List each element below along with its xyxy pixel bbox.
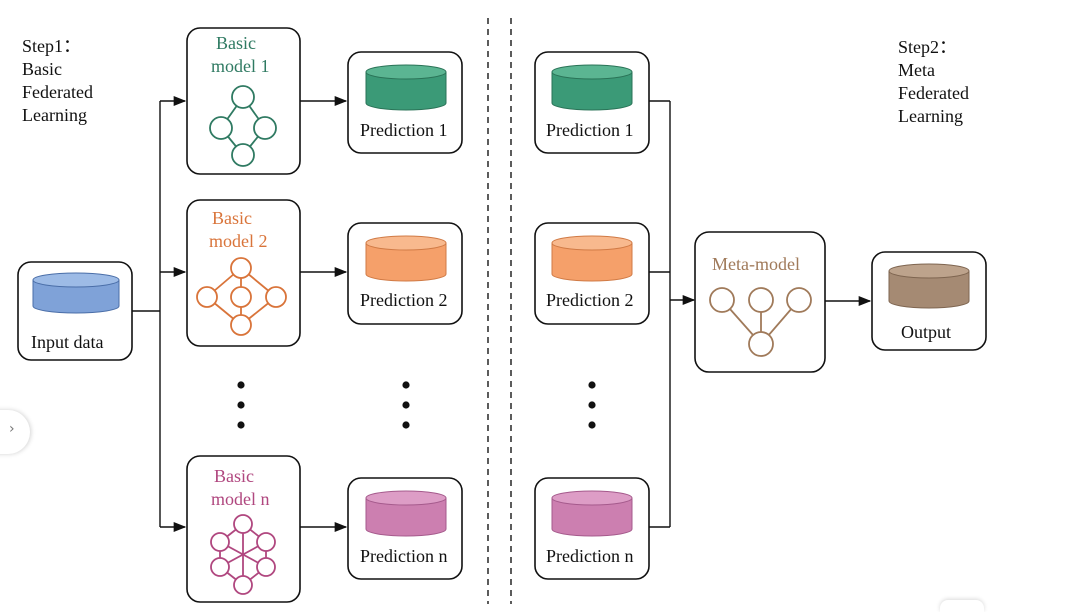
network-icon-n <box>210 514 276 595</box>
database-icon-predn-right <box>551 490 633 537</box>
chevron-right-icon: › <box>9 421 15 437</box>
model-1-title-line1: Basic <box>216 33 256 53</box>
meta-model-label: Meta-model <box>712 254 800 274</box>
step2-line-2: Meta <box>898 60 935 80</box>
meta-input-connectors <box>649 100 696 528</box>
step1-line-3: Federated <box>22 82 93 102</box>
input-connectors <box>132 95 187 533</box>
database-icon-pred2-left <box>365 235 447 282</box>
network-icon-2 <box>196 257 287 336</box>
network-icon-1 <box>209 85 277 167</box>
model-2-title-line1: Basic <box>212 208 252 228</box>
database-icon-pred1-left <box>365 64 447 111</box>
prediction-1-label-right: Prediction 1 <box>546 120 634 140</box>
step2-line-4: Learning <box>898 106 963 126</box>
prediction-n-label-right: Prediction n <box>546 546 634 566</box>
ellipsis-dots <box>237 381 596 429</box>
prediction-n-label-left: Prediction n <box>360 546 448 566</box>
prediction-2-label-left: Prediction 2 <box>360 290 448 310</box>
prediction-1-label-left: Prediction 1 <box>360 120 448 140</box>
step2-line-1: Step2： <box>898 37 958 57</box>
model-2-title-line2: model 2 <box>209 231 268 251</box>
database-icon-pred1-right <box>551 64 633 111</box>
step2-label: Step2： Meta Federated Learning <box>898 36 969 128</box>
database-icon-predn-left <box>365 490 447 537</box>
step1-line-4: Learning <box>22 105 87 125</box>
step2-line-3: Federated <box>898 83 969 103</box>
output-database-icon <box>888 263 970 309</box>
input-data-icon <box>32 272 120 314</box>
prediction-2-label-right: Prediction 2 <box>546 290 634 310</box>
step1-line-1: Step1： <box>22 36 82 56</box>
step1-line-2: Basic <box>22 59 62 79</box>
bottom-corner-tab[interactable] <box>940 600 984 612</box>
output-label: Output <box>901 322 952 342</box>
input-data-label: Input data <box>31 332 104 352</box>
model-n-title-line2: model n <box>211 489 270 509</box>
meta-network-icon <box>709 287 812 357</box>
model-to-prediction-arrows <box>300 95 348 533</box>
database-icon-pred2-right <box>551 235 633 282</box>
model-n-title-line1: Basic <box>214 466 254 486</box>
model-1-title-line2: model 1 <box>211 56 270 76</box>
step1-label: Step1： Basic Federated Learning <box>22 35 93 127</box>
